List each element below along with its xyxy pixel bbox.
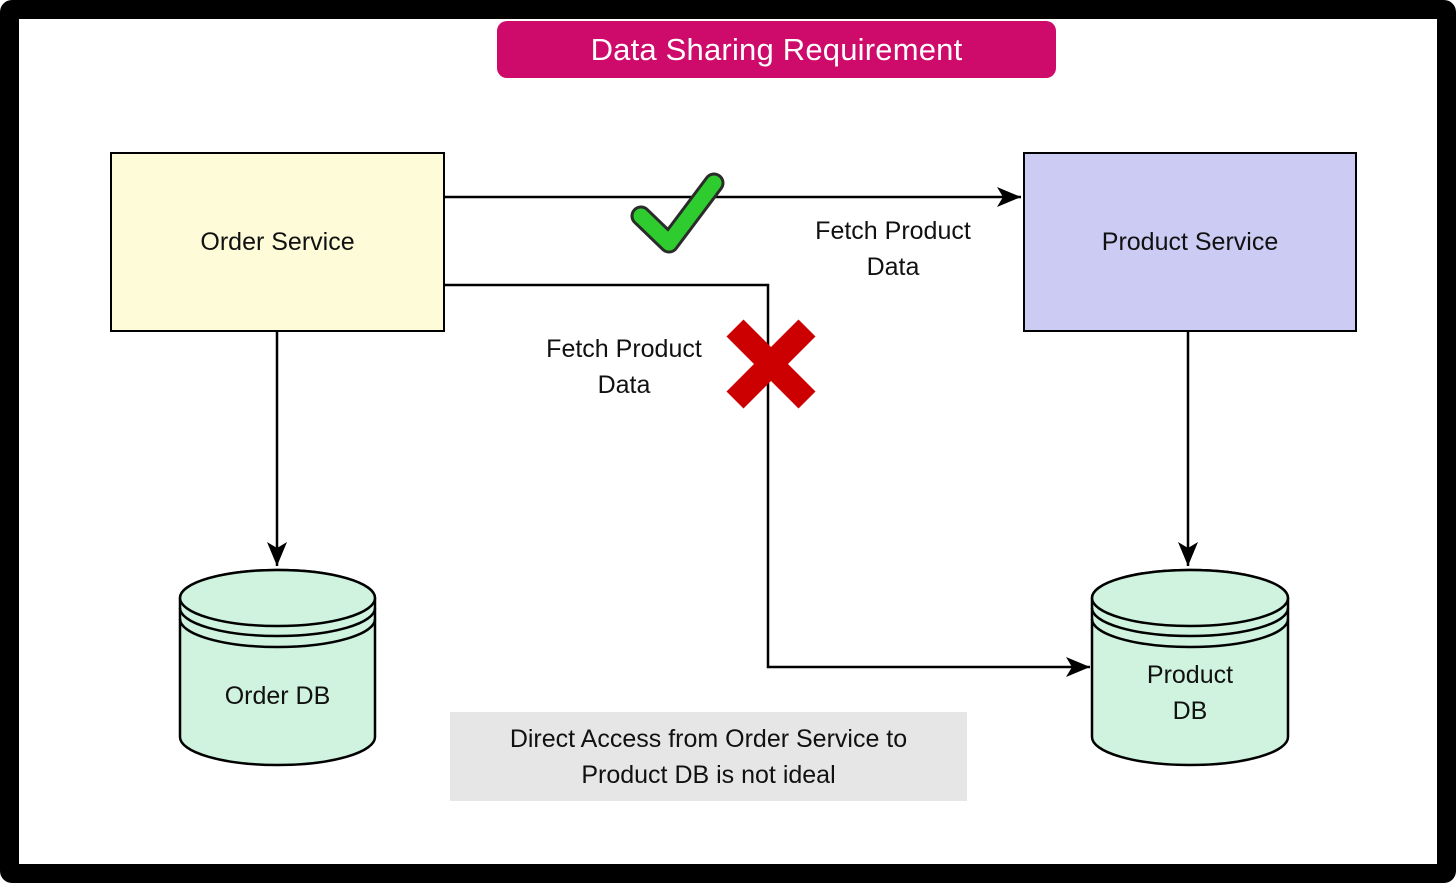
- product-db-node-label: Product DB: [1146, 661, 1234, 725]
- order-db-rim-2: [178, 618, 377, 649]
- product-db-rim-2: [1090, 618, 1290, 649]
- check-icon: [630, 172, 725, 254]
- order-db-cylinder: [178, 568, 377, 767]
- product-db-cylinder: [1090, 568, 1290, 767]
- order-db-node-label: Order DB: [224, 682, 331, 710]
- order-db-rim-1: [178, 607, 377, 638]
- note-direct-access: Direct Access from Order Service to Prod…: [450, 712, 967, 801]
- edge-order-service-to-product-db: [445, 283, 1090, 677]
- product-db-top: [1090, 568, 1290, 628]
- cross-icon: [726, 319, 816, 409]
- product-db-rim-1: [1090, 607, 1290, 638]
- order-service-label: Order Service: [200, 227, 355, 256]
- product-service-node: Product Service: [1023, 152, 1357, 332]
- diagram-title: Data Sharing Requirement: [497, 21, 1056, 78]
- order-service-node: Order Service: [110, 152, 445, 332]
- product-service-label: Product Service: [1101, 227, 1279, 256]
- order-db-top: [178, 568, 377, 628]
- fetch-product-data-label-bottom: Fetch Product Data: [546, 335, 702, 399]
- fetch-product-data-label-top: Fetch Product Data: [815, 217, 971, 281]
